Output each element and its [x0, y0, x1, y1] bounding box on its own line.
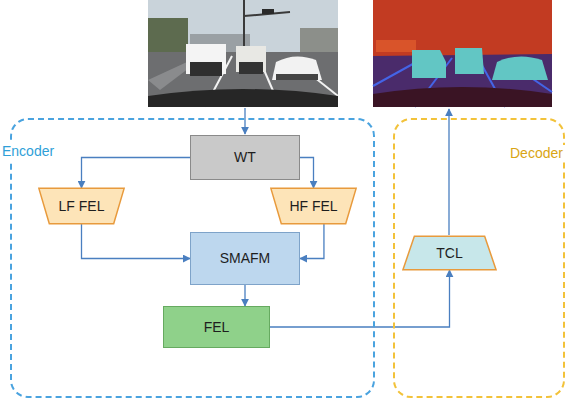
art-shape: [243, 0, 245, 50]
art-shape: [276, 74, 318, 80]
art-shape: [455, 48, 484, 74]
art-shape: [300, 28, 338, 52]
road-photo: [148, 0, 338, 107]
art-shape: [190, 62, 222, 76]
feature-box: FEL: [163, 306, 270, 348]
art-shape: [272, 56, 322, 80]
block-label: TCL: [436, 245, 462, 262]
decoder-block: TCL: [402, 236, 497, 270]
output-arrow: [448, 109, 449, 235]
art-shape: [148, 18, 188, 52]
art-shape: [148, 89, 338, 107]
feature-extractor: LF FEL: [38, 188, 125, 224]
wavelet-box: WT: [190, 135, 300, 180]
block-label: WT: [234, 149, 256, 166]
segmentation-image: [373, 0, 552, 107]
flow-arrow: [300, 158, 314, 189]
region-label: Encoder: [0, 143, 56, 160]
art-shape: [376, 40, 416, 52]
block-label: SMAFM: [220, 250, 271, 267]
art-shape: [373, 87, 552, 107]
flow-arrow: [300, 224, 324, 259]
trapezoid-shape: [271, 188, 356, 223]
trapezoid-shape: [39, 188, 124, 223]
block-label: HF FEL: [289, 198, 337, 215]
block-label: LF FEL: [59, 198, 105, 215]
art-shape: [239, 62, 263, 74]
block-label: FEL: [204, 319, 230, 336]
input-arrow: [244, 108, 245, 134]
feature-extractor: HF FEL: [270, 188, 357, 224]
art-shape: [492, 56, 548, 80]
art-shape: [412, 50, 446, 78]
trapezoid-shape: [403, 236, 496, 269]
art-shape: [262, 9, 274, 14]
art-shape: [148, 0, 338, 107]
art-shape: [373, 0, 552, 107]
encoder-region: WTLF FELHF FELSMAFMFELEncoder: [10, 118, 375, 398]
fusion-box: SMAFM: [190, 232, 300, 285]
region-label: Decoder: [508, 145, 565, 162]
flow-arrow: [82, 224, 191, 259]
flow-arrow: [82, 158, 191, 189]
decoder-region: TCL Decoder: [393, 118, 565, 398]
flow-arrow: [244, 285, 245, 306]
